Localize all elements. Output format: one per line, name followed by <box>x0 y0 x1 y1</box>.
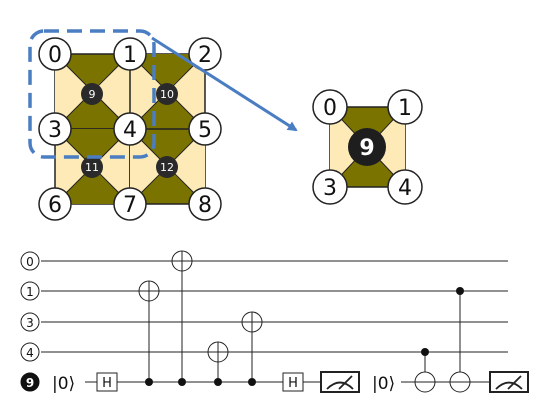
plaquette-9-light-right <box>92 54 130 129</box>
svg-text:7: 7 <box>123 193 137 218</box>
svg-text:11: 11 <box>85 161 99 174</box>
svg-text:6: 6 <box>48 193 62 218</box>
data-qubit-7: 7 <box>113 187 147 221</box>
ancilla-9: 9 <box>81 83 103 105</box>
zoom-ancilla-9: 9 <box>348 128 386 166</box>
reset-ket: |0⟩ <box>372 374 395 394</box>
data-qubit-3: 3 <box>38 112 72 146</box>
data-qubit-8: 8 <box>188 187 222 221</box>
data-qubit-2: 2 <box>188 37 222 71</box>
cnot-ancilla-to-0 <box>171 250 193 386</box>
zoom-arrow <box>151 36 298 132</box>
plaquette-11-dark-top <box>55 129 130 167</box>
svg-text:4: 4 <box>26 346 34 360</box>
zoom-qubit-0: 0 <box>312 89 348 125</box>
hadamard-gate-2: H <box>282 372 304 392</box>
wire-label-3: 3 <box>20 312 40 332</box>
svg-text:0: 0 <box>323 96 337 121</box>
svg-text:H: H <box>288 376 298 391</box>
zoom-qubit-4: 4 <box>387 169 423 205</box>
data-qubit-5: 5 <box>188 112 222 146</box>
svg-text:9: 9 <box>359 136 374 161</box>
svg-text:1: 1 <box>398 96 412 121</box>
hadamard-gate-1: H <box>96 372 118 392</box>
selection-box <box>28 29 156 159</box>
measurement-1 <box>320 371 360 393</box>
wire-label-0: 0 <box>20 251 40 271</box>
data-qubit-6: 6 <box>38 187 72 221</box>
zoom-qubit-3: 3 <box>312 169 348 205</box>
cnot-1-to-ancilla <box>449 287 471 393</box>
init-ket: |0⟩ <box>52 374 75 394</box>
plaquette-11-dark-bottom <box>55 167 130 204</box>
ancilla-11: 11 <box>81 156 103 178</box>
svg-text:10: 10 <box>160 88 174 101</box>
svg-text:4: 4 <box>398 176 412 201</box>
zoomed-plaquette: 9 0 1 3 4 <box>312 89 423 205</box>
svg-text:12: 12 <box>160 161 174 174</box>
circuit: 0 1 3 4 9 |0⟩ |0⟩ H H <box>20 250 529 394</box>
ancilla-10: 10 <box>156 83 178 105</box>
svg-text:1: 1 <box>123 43 137 68</box>
svg-text:5: 5 <box>198 118 212 143</box>
cnot-ancilla-to-4 <box>207 341 229 386</box>
plaquette-12-light-right <box>167 129 205 204</box>
svg-text:3: 3 <box>26 316 34 330</box>
wire-label-4: 4 <box>20 342 40 362</box>
plaquette-9-light-left <box>55 54 92 129</box>
data-qubit-4: 4 <box>113 112 147 146</box>
data-qubit-0: 0 <box>38 37 72 71</box>
svg-text:H: H <box>102 376 112 391</box>
svg-text:8: 8 <box>198 193 212 218</box>
svg-text:2: 2 <box>198 43 212 68</box>
plaquette-10-dark-bottom <box>130 91 205 129</box>
svg-text:9: 9 <box>26 376 34 390</box>
cnot-ancilla-to-1 <box>138 280 160 386</box>
plaquette-10-dark-top <box>130 54 205 91</box>
wire-label-1: 1 <box>20 281 40 301</box>
svg-text:0: 0 <box>48 43 62 68</box>
ancilla-12: 12 <box>156 156 178 178</box>
lattice: 9 10 11 12 0 1 2 3 <box>28 29 222 221</box>
cnot-ancilla-to-3 <box>241 311 263 386</box>
cnot-4-to-ancilla <box>414 348 436 393</box>
data-qubit-1: 1 <box>113 37 147 71</box>
svg-text:9: 9 <box>89 88 96 101</box>
measurement-2 <box>489 371 529 393</box>
wire-label-9: 9 <box>20 372 40 392</box>
svg-text:3: 3 <box>48 118 62 143</box>
svg-text:0: 0 <box>26 255 34 269</box>
plaquette-12-light-left <box>130 129 167 204</box>
zoom-qubit-1: 1 <box>387 89 423 125</box>
svg-text:3: 3 <box>323 176 337 201</box>
svg-text:1: 1 <box>26 285 34 299</box>
svg-text:4: 4 <box>123 118 137 143</box>
